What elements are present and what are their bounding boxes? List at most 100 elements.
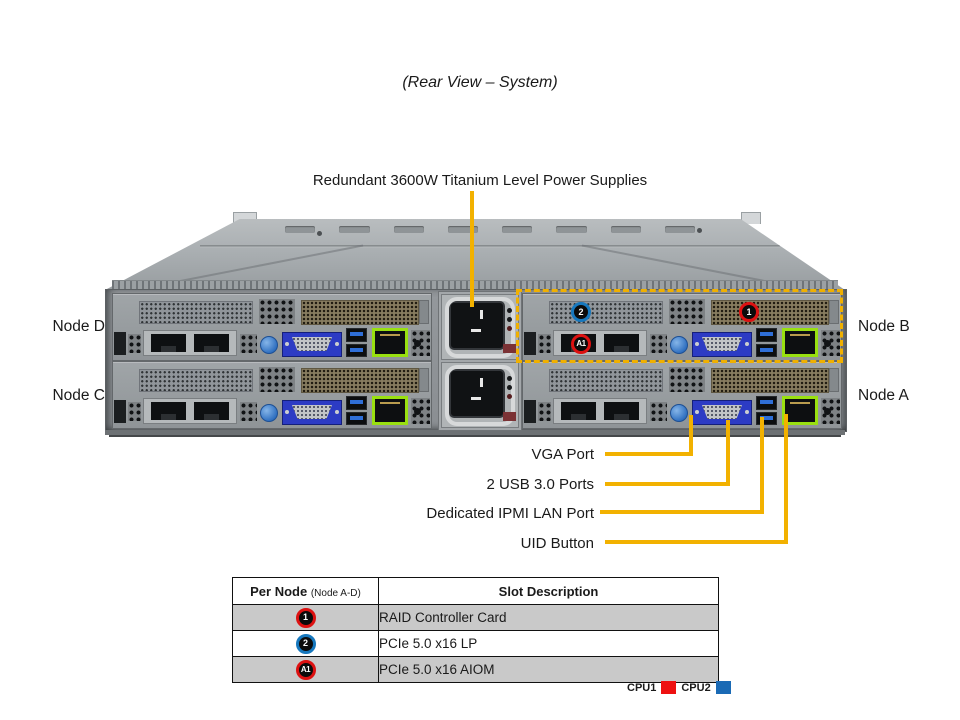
table-row: A1 PCIe 5.0 x16 AIOM	[232, 656, 719, 683]
node-c-label: Node C	[52, 387, 105, 404]
uid-button-label: UID Button	[520, 535, 594, 552]
vent-holes	[128, 334, 141, 353]
side-tab	[114, 332, 126, 355]
vga-port	[282, 400, 342, 425]
vga-port	[282, 332, 342, 357]
lan-ports	[143, 398, 237, 424]
vent-grille	[139, 369, 253, 392]
vent-holes	[650, 334, 667, 353]
cpu1-label: CPU1	[627, 681, 657, 694]
psu-led	[507, 376, 512, 381]
aiom-badge: A1	[571, 334, 591, 354]
cpu2-label: CPU2	[681, 681, 711, 694]
node-b-highlight-outline	[516, 289, 843, 363]
rear-vent-strip	[112, 280, 838, 291]
vga-callout-line	[689, 415, 693, 456]
vga-port	[692, 400, 752, 425]
vent-holes	[128, 402, 141, 421]
power-supply-top	[441, 294, 519, 360]
vga-port	[692, 332, 752, 357]
lid-screw	[317, 231, 322, 236]
raid-card-grille	[711, 300, 829, 325]
rack-tab-right	[741, 212, 761, 224]
lan-ports	[143, 330, 237, 356]
lid-groove	[200, 245, 780, 248]
chassis-bottom-rail	[105, 430, 845, 435]
pcie-slot-grille	[301, 300, 419, 325]
psu-handle	[445, 297, 515, 358]
ipmi-lan-port	[782, 328, 818, 357]
uid-button	[824, 340, 831, 347]
table-header-pernode: Per Node	[250, 583, 308, 599]
pcie-slot-grille	[711, 368, 829, 393]
vent-holes	[538, 402, 551, 421]
vent-holes	[669, 299, 705, 324]
uid-button	[414, 340, 421, 347]
chassis-top-cover	[105, 219, 845, 290]
slot-latch	[829, 300, 839, 324]
side-tab	[114, 400, 126, 423]
ipmi-lan-port	[782, 396, 818, 425]
node-a-label: Node A	[858, 387, 909, 404]
uid-button	[414, 408, 421, 415]
usb-ports	[346, 396, 367, 425]
slot-latch	[419, 300, 429, 324]
page-title: (Rear View – System)	[402, 74, 558, 91]
vent-holes	[669, 367, 705, 392]
vent-grille	[549, 369, 663, 392]
pcie-slot-grille	[301, 368, 419, 393]
ipmi-callout-line	[600, 510, 764, 514]
uid-button	[824, 408, 831, 415]
slot-latch	[419, 368, 429, 392]
uid-callout-line	[605, 540, 788, 544]
vent-holes	[650, 402, 667, 421]
usb-callout-line	[726, 420, 730, 486]
usb-ports-label: 2 USB 3.0 Ports	[486, 476, 594, 493]
vent-holes	[240, 334, 257, 353]
usb-ports	[756, 328, 777, 357]
table-header-row: Per Node (Node A-D) Slot Description	[232, 577, 719, 605]
power-button	[670, 336, 688, 354]
table-header-pernode-sub: (Node A-D)	[310, 587, 361, 599]
power-button	[670, 404, 688, 422]
node-b-label: Node B	[858, 318, 910, 335]
uid-callout-line	[784, 414, 788, 544]
row-badge: 2	[295, 633, 316, 654]
power-inlet	[449, 369, 505, 418]
table-header-slot-description: Slot Description	[378, 577, 719, 605]
psu-latch	[503, 344, 516, 353]
ipmi-callout-line	[760, 417, 764, 514]
cpu2-swatch	[715, 681, 731, 694]
row-badge: A1	[295, 659, 316, 680]
vent-holes	[240, 402, 257, 421]
lid-vent-slots	[285, 226, 695, 233]
power-inlet	[449, 301, 505, 350]
node-a-rear	[522, 361, 842, 429]
ipmi-lan-label: Dedicated IPMI LAN Port	[426, 505, 594, 522]
usb-ports	[346, 328, 367, 357]
row-description: RAID Controller Card	[378, 604, 719, 631]
lid-screw	[697, 228, 702, 233]
cpu1-swatch	[661, 681, 677, 694]
node-c-rear	[112, 361, 432, 429]
psu-handle	[445, 365, 515, 426]
table-row: 2 PCIe 5.0 x16 LP	[232, 630, 719, 657]
psu-callout-label: Redundant 3600W Titanium Level Power Sup…	[312, 172, 648, 189]
usb-callout-line	[605, 482, 730, 486]
vent-grille	[139, 301, 253, 324]
vent-holes	[259, 367, 295, 392]
power-button	[260, 336, 278, 354]
ipmi-lan-port	[372, 328, 408, 357]
vga-port-label: VGA Port	[531, 446, 594, 463]
slot-description-table: Per Node (Node A-D) Slot Description 1 R…	[232, 577, 719, 683]
row-description: PCIe 5.0 x16 AIOM	[378, 656, 719, 683]
ipmi-lan-port	[372, 396, 408, 425]
table-row: 1 RAID Controller Card	[232, 604, 719, 631]
slot1-badge: 1	[739, 302, 759, 322]
side-tab	[524, 400, 536, 423]
power-supply-bottom	[441, 362, 519, 428]
vent-holes	[538, 334, 551, 353]
psu-callout-line	[470, 191, 474, 307]
vga-callout-line	[605, 452, 693, 456]
